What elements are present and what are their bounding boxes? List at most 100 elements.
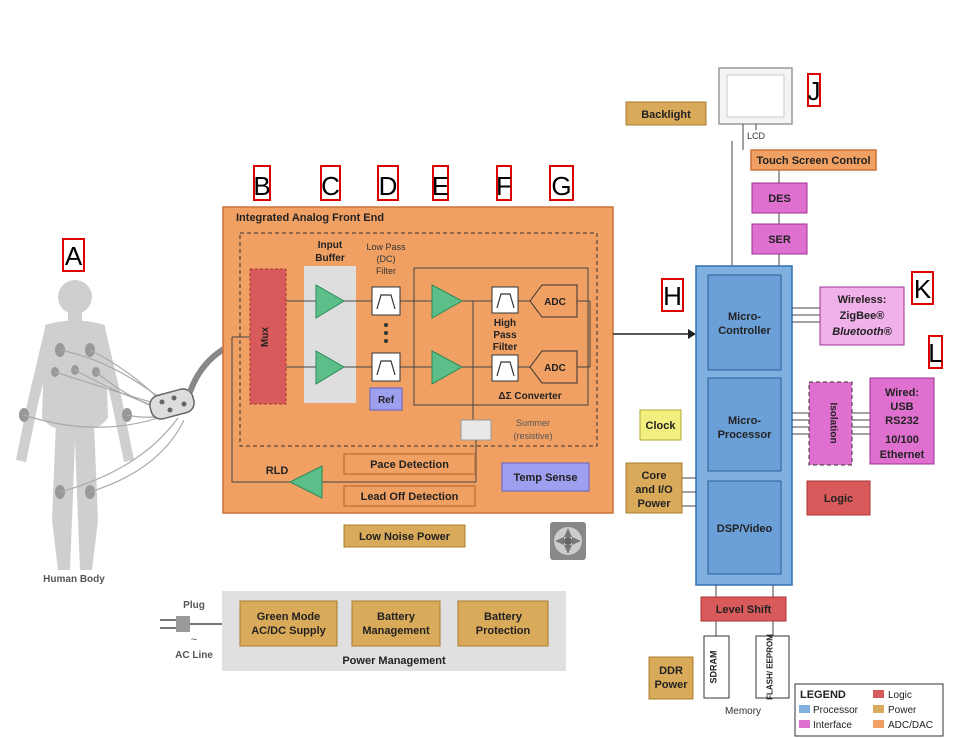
isolation-block [808, 381, 853, 466]
ddr-power-label-1: DDR [659, 665, 683, 677]
temp-sense-block [501, 462, 590, 492]
electrode-connector [149, 388, 195, 420]
mux-label: Mux [260, 327, 271, 347]
ref-label: Ref [378, 395, 395, 406]
core-power-lines [682, 477, 696, 507]
flash-eeprom-label: FLASH/ EEPROM [766, 634, 775, 700]
dsp-video-label: DSP/Video [717, 523, 773, 535]
wired-block [869, 377, 935, 465]
ac-tilde-icon: ~ [191, 634, 197, 646]
human-body-label: Human Body [43, 574, 105, 585]
core-power-label-1: Core [641, 470, 666, 482]
battery-protection-label-1: Battery [484, 611, 523, 623]
legend-adcdac-label: ADC/DAC [888, 720, 933, 731]
marker-l-box [928, 335, 943, 369]
legend-power-label: Power [888, 705, 917, 716]
des-label: DES [768, 193, 791, 205]
input-buffer-label-2: Buffer [315, 253, 345, 264]
logic-label: Logic [824, 493, 853, 505]
clock-block [639, 409, 682, 441]
marker-d-box [377, 165, 399, 201]
battery-management-label-2: Management [362, 625, 430, 637]
battery-protection-block [457, 600, 549, 647]
adc-2-label: ADC [544, 363, 566, 374]
rld-label: RLD [266, 465, 289, 477]
lead-off-detection-block [343, 485, 476, 507]
fan-icon [550, 522, 586, 560]
des-block [751, 182, 808, 214]
ddr-power-label-2: Power [654, 679, 688, 691]
green-mode-label-2: AC/DC Supply [251, 625, 326, 637]
touch-screen-control-block [750, 149, 877, 171]
ser-label: SER [768, 234, 791, 246]
legend-processor-label: Processor [813, 705, 859, 716]
marker-h: H [663, 281, 682, 311]
lpf-label-3: Filter [376, 266, 396, 276]
afe-inner-dashed [239, 232, 598, 447]
marker-d: D [379, 171, 398, 201]
marker-f-box [496, 165, 512, 201]
wired-label-2: USB [890, 401, 913, 413]
plug-icon [160, 616, 222, 632]
micro-processor-block [707, 377, 782, 472]
rld-amp [288, 465, 323, 499]
core-power-label-2: and I/O [635, 484, 673, 496]
battery-management-label-1: Battery [377, 611, 416, 623]
buffer-amp-1 [315, 284, 345, 319]
wired-label-4: 10/100 [885, 434, 919, 446]
signal-lines [286, 300, 591, 420]
marker-b-box [253, 165, 271, 201]
hpf-label-1: High [494, 318, 516, 329]
legend-processor-swatch [799, 705, 810, 713]
lpf-label-2: (DC) [377, 254, 396, 264]
marker-k-box [911, 271, 934, 305]
ellipsis-dots [384, 323, 388, 343]
power-management-title: Power Management [342, 655, 446, 667]
marker-j: J [808, 76, 821, 106]
buffer-amp-2 [315, 350, 345, 385]
pace-detection-label: Pace Detection [370, 459, 449, 471]
mux-block [249, 268, 287, 405]
summer-label-2: (resistive) [513, 431, 552, 441]
wireless-label-2: ZigBee® [840, 310, 885, 322]
human-body-figure [16, 280, 134, 570]
hpf-filter-2 [491, 354, 519, 382]
marker-g-box [549, 165, 574, 201]
marker-c: C [321, 171, 340, 201]
adc-2 [529, 350, 578, 384]
converter-section [413, 267, 589, 406]
adc-1-label: ADC [544, 297, 566, 308]
marker-l: L [928, 338, 942, 368]
lcd-display-area [726, 74, 785, 118]
ser-block [751, 223, 808, 255]
marker-a: A [65, 241, 83, 271]
summer-label-1: Summer [516, 418, 550, 428]
marker-j-box [807, 73, 821, 107]
marker-b: B [253, 171, 270, 201]
memory-label: Memory [725, 706, 761, 717]
marker-h-box [661, 278, 684, 312]
rld-lines [231, 336, 477, 483]
isolation-bus-lines [792, 412, 870, 435]
hpf-label-2: Pass [493, 330, 517, 341]
backlight-label: Backlight [641, 109, 691, 121]
clock-label: Clock [646, 420, 677, 432]
wireless-block [819, 286, 905, 346]
legend-power-swatch [873, 705, 884, 713]
marker-e-box [432, 165, 449, 201]
legend-box [794, 683, 944, 737]
pace-detection-block [343, 453, 476, 475]
marker-g: G [551, 171, 571, 201]
marker-e: E [432, 171, 449, 201]
pga-amp-1 [431, 284, 464, 319]
lpf-label-1: Low Pass [366, 242, 406, 252]
lpf-filter-1 [371, 286, 401, 316]
input-buffer-label-1: Input [318, 240, 343, 251]
level-shift-block [700, 596, 787, 622]
core-power-label-3: Power [637, 498, 671, 510]
wired-label-3: RS232 [885, 415, 919, 427]
wireless-label-1: Wireless: [838, 294, 887, 306]
battery-protection-label-2: Protection [476, 625, 531, 637]
logic-block [806, 480, 871, 516]
